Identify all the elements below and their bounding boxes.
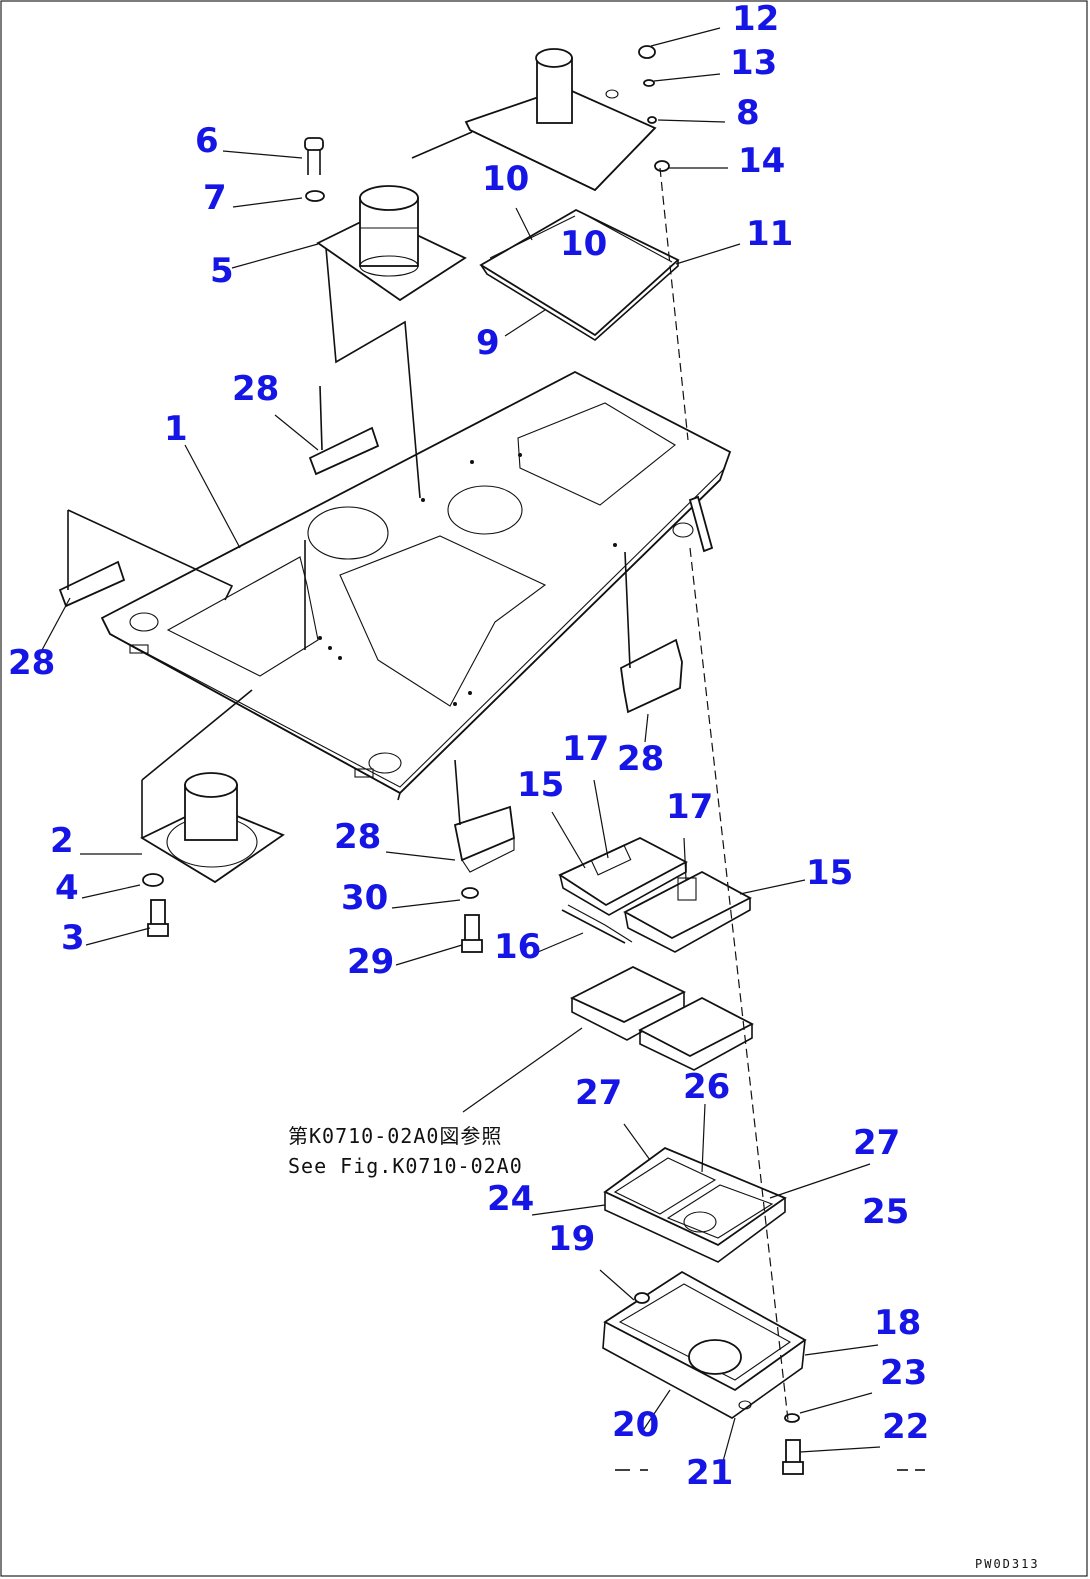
bracket-28-right	[620, 638, 683, 714]
leader-lines	[41, 27, 881, 1466]
callout-29: 29	[347, 942, 395, 982]
handle	[688, 495, 714, 553]
callout-15: 15	[806, 853, 854, 893]
callout-8: 8	[736, 93, 760, 133]
drawing-code: PW0D313	[975, 1557, 1040, 1571]
callout-12: 12	[732, 0, 780, 39]
floor-plate	[100, 370, 732, 801]
callout-18: 18	[874, 1303, 922, 1343]
bolt-6	[304, 137, 325, 202]
callout-25: 25	[862, 1192, 910, 1232]
callout-30: 30	[341, 878, 389, 918]
callout-3: 3	[61, 918, 85, 958]
callout-6: 6	[195, 121, 219, 161]
cover-plate-9	[479, 208, 680, 341]
callout-28: 28	[232, 369, 280, 409]
callout-9: 9	[476, 323, 500, 363]
callout-2: 2	[50, 821, 74, 861]
assembly-lines	[67, 131, 925, 1471]
callout-16: 16	[494, 927, 542, 967]
callout-4: 4	[55, 868, 79, 908]
canister-5	[316, 185, 467, 302]
module-left	[569, 965, 687, 1041]
callout-15: 15	[517, 765, 565, 805]
callout-22: 22	[882, 1407, 930, 1447]
callout-20: 20	[612, 1405, 660, 1445]
callout-17: 17	[666, 787, 714, 827]
reference-note-jp: 第K0710-02A0図参照	[288, 1124, 503, 1148]
callout-28: 28	[8, 643, 56, 683]
callout-23: 23	[880, 1353, 928, 1393]
bracket-28-upper	[308, 426, 380, 476]
callout-7: 7	[203, 178, 227, 218]
callout-10: 10	[482, 159, 530, 199]
bracket-28-lower	[453, 805, 515, 873]
sheet-16	[567, 904, 633, 943]
hardware-12-13-14	[638, 45, 670, 172]
callout-10: 10	[560, 224, 608, 264]
callout-13: 13	[730, 43, 778, 83]
callout-26: 26	[683, 1067, 731, 1107]
callout-27: 27	[575, 1073, 623, 1113]
callout-11: 11	[746, 214, 794, 254]
tray-24	[603, 1146, 787, 1263]
box-19	[602, 1270, 807, 1419]
reference-note-en: See Fig.K0710-02A0	[288, 1154, 523, 1178]
module-right	[638, 996, 754, 1071]
callout-19: 19	[548, 1219, 596, 1259]
callout-28: 28	[617, 739, 665, 779]
callout-5: 5	[210, 251, 234, 291]
callout-21: 21	[686, 1453, 734, 1493]
bolt-22	[782, 1413, 804, 1475]
callout-1: 1	[164, 409, 188, 449]
bolt-29	[461, 887, 483, 953]
callout-28: 28	[334, 817, 382, 857]
callout-17: 17	[562, 729, 610, 769]
top-cover-plate	[464, 48, 657, 192]
switch-panel-15-right	[623, 870, 752, 953]
callout-24: 24	[487, 1179, 535, 1219]
canister-2	[140, 772, 285, 937]
callout-27: 27	[853, 1123, 901, 1163]
bracket-28-left	[58, 560, 126, 608]
callout-14: 14	[738, 141, 786, 181]
